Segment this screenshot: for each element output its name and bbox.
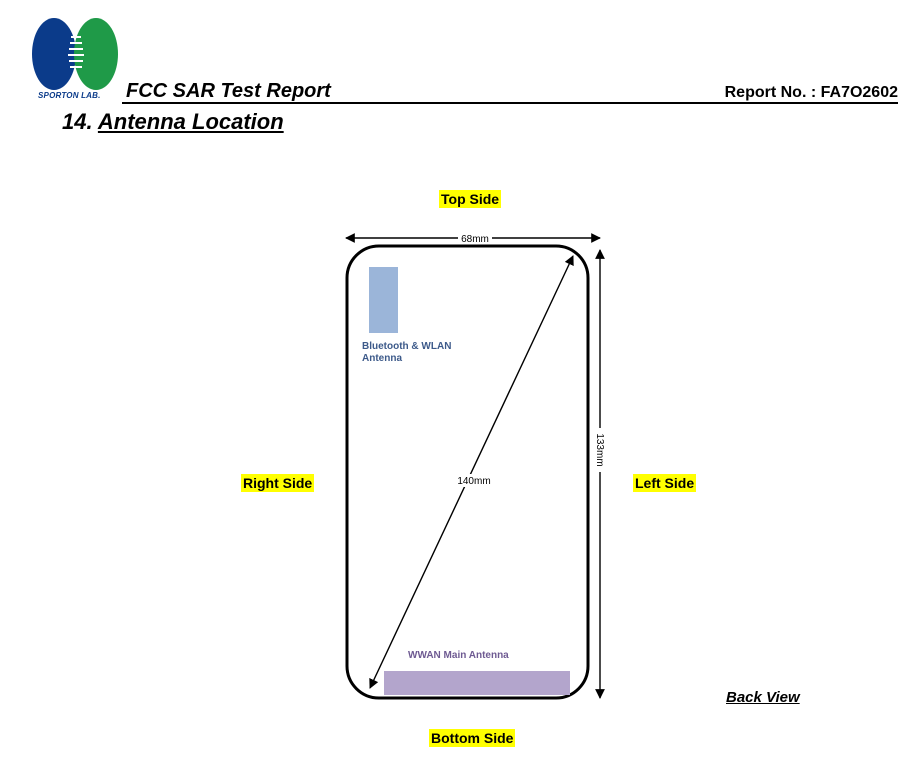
bluetooth-wlan-label-line-1: Bluetooth & WLAN	[362, 341, 452, 352]
bluetooth-wlan-antenna-label: Bluetooth & WLAN Antenna	[362, 341, 451, 365]
section-heading: 14. Antenna Location	[62, 109, 284, 135]
bottom-side-label: Bottom Side	[429, 729, 516, 747]
diagonal-dimension-label: 140mm	[457, 476, 490, 487]
section-number: 14.	[62, 109, 93, 134]
right-side-label: Right Side	[241, 474, 315, 492]
bluetooth-wlan-antenna	[369, 267, 398, 333]
logo-text: SPORTON LAB.	[38, 91, 101, 100]
diagonal-dimension-arrow	[369, 255, 574, 689]
device-outline	[345, 244, 590, 700]
bluetooth-wlan-label-line-2: Antenna	[362, 353, 402, 364]
width-value: 68mm	[461, 234, 489, 245]
diagonal-value: 140mm	[457, 476, 490, 487]
header-divider	[122, 102, 898, 104]
height-dimension-label: 133mm	[594, 433, 605, 466]
report-title: FCC SAR Test Report	[126, 80, 331, 102]
height-value: 133mm	[594, 433, 605, 466]
width-dimension-label: 68mm	[461, 234, 489, 245]
back-view-label: Back View	[726, 689, 800, 706]
wwan-main-antenna	[384, 671, 570, 695]
wwan-main-antenna-label: WWAN Main Antenna	[408, 650, 509, 661]
top-side-label: Top Side	[439, 190, 502, 208]
left-side-label: Left Side	[633, 474, 697, 492]
section-title: Antenna Location	[97, 109, 284, 134]
report-number: Report No. : FA7O2602	[724, 84, 898, 101]
sporton-lab-logo	[32, 18, 118, 90]
